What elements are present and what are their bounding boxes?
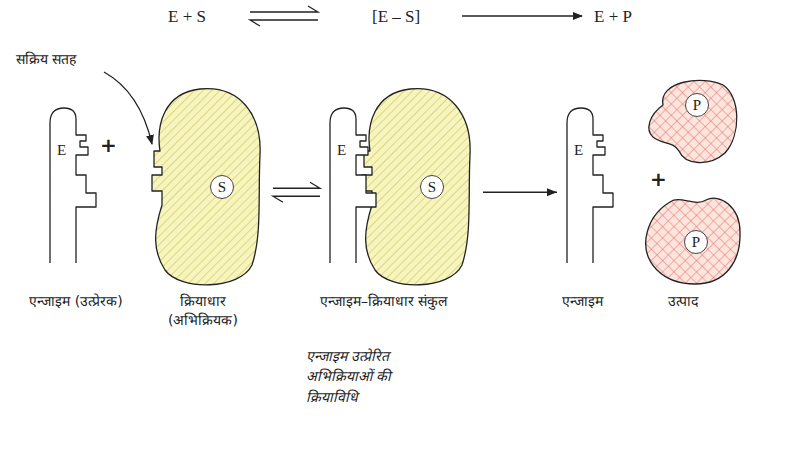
enzyme-shape: E <box>565 105 617 265</box>
substrate-shape-outline <box>140 85 265 290</box>
equation-term: E + S <box>168 6 206 29</box>
outline-path <box>646 198 740 284</box>
enzyme-shape-outline <box>328 105 380 265</box>
part-label: क्रियाधार (अभिक्रियक) <box>148 292 258 330</box>
letter-label: E <box>574 143 583 158</box>
reaction-arrow <box>483 188 557 196</box>
equation-term: E + P <box>594 6 632 29</box>
part-label: उत्पाद <box>668 292 698 311</box>
backward-harpoon <box>273 196 320 202</box>
equation-equilibrium-arrow <box>250 6 318 26</box>
letter-circle: P <box>684 230 708 254</box>
enzyme-shape: E <box>328 105 380 265</box>
enzyme-shape: E <box>48 105 100 265</box>
letter-circle: P <box>685 93 709 117</box>
part-label: एन्जाइम <box>562 292 603 311</box>
letter-circle: S <box>210 175 234 199</box>
product-shape: P <box>640 192 745 287</box>
caption: एन्जाइम उत्प्रेरित अभिक्रियाओं की क्रिया… <box>306 346 438 407</box>
equation-forward-arrow <box>462 15 582 16</box>
outline-path <box>649 80 737 162</box>
product-shape-outline <box>643 75 743 167</box>
arrow-line <box>483 192 557 193</box>
part-label: एन्जाइम–क्रियाधार संकुल <box>320 292 447 311</box>
letter-label: E <box>337 143 346 158</box>
outline-path <box>362 89 470 285</box>
substrate-shape: S <box>350 85 475 290</box>
outline-path <box>152 89 260 285</box>
plus-sign: + <box>100 132 117 159</box>
equilibrium-arrow <box>273 182 320 202</box>
product-shape: P <box>643 75 743 167</box>
letter-circle: S <box>420 175 444 199</box>
plus-sign: + <box>650 166 667 193</box>
enzyme-shape-outline <box>48 105 100 265</box>
enzyme-shape-outline <box>565 105 617 265</box>
outline-path <box>567 108 613 263</box>
forward-harpoon <box>273 182 320 188</box>
substrate-shape: S <box>140 85 265 290</box>
part-label: एन्जाइम (उत्प्रेरक) <box>26 292 126 311</box>
part-label: सक्रिय सतह <box>16 50 76 69</box>
letter-label: E <box>57 143 66 158</box>
outline-path <box>50 108 96 263</box>
arrow-head <box>547 188 557 196</box>
substrate-shape-outline <box>350 85 475 290</box>
equation-term: [E – S] <box>372 6 420 29</box>
